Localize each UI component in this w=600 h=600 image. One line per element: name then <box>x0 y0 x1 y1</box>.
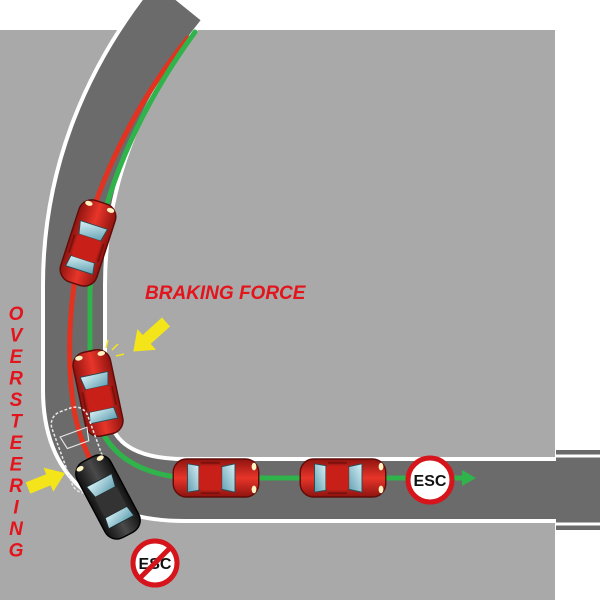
esc-off-sign-icon: ESC <box>130 538 180 588</box>
oversteering-letter: E <box>10 347 24 368</box>
esc-sign-label: ESC <box>414 473 447 490</box>
oversteering-letter: V <box>10 326 24 347</box>
direction-arrowhead-icon <box>462 470 476 486</box>
brake-spark-icon <box>105 339 125 357</box>
esc-sign-icon: ESC <box>405 455 455 505</box>
oversteering-letter: R <box>9 369 23 390</box>
oversteering-letter: I <box>13 498 19 519</box>
braking-force-label: BRAKING FORCE <box>145 283 307 304</box>
oversteering-letter: S <box>10 390 23 411</box>
oversteer-arrow-icon <box>25 467 66 494</box>
oversteering-letter: E <box>10 455 24 476</box>
oversteering-letter: N <box>9 519 24 540</box>
car-on-straight-2 <box>299 458 387 498</box>
oversteering-letter: G <box>9 541 24 562</box>
road-exit <box>556 450 600 530</box>
braking-arrow-icon <box>133 317 171 352</box>
correct-path <box>87 29 465 481</box>
car-on-straight-1 <box>172 458 260 498</box>
oversteering-letter: O <box>9 304 24 325</box>
oversteering-letter: R <box>9 476 23 497</box>
oversteering-letter: E <box>10 433 24 454</box>
skid-path <box>67 35 191 498</box>
oversteering-letter: T <box>10 412 23 433</box>
